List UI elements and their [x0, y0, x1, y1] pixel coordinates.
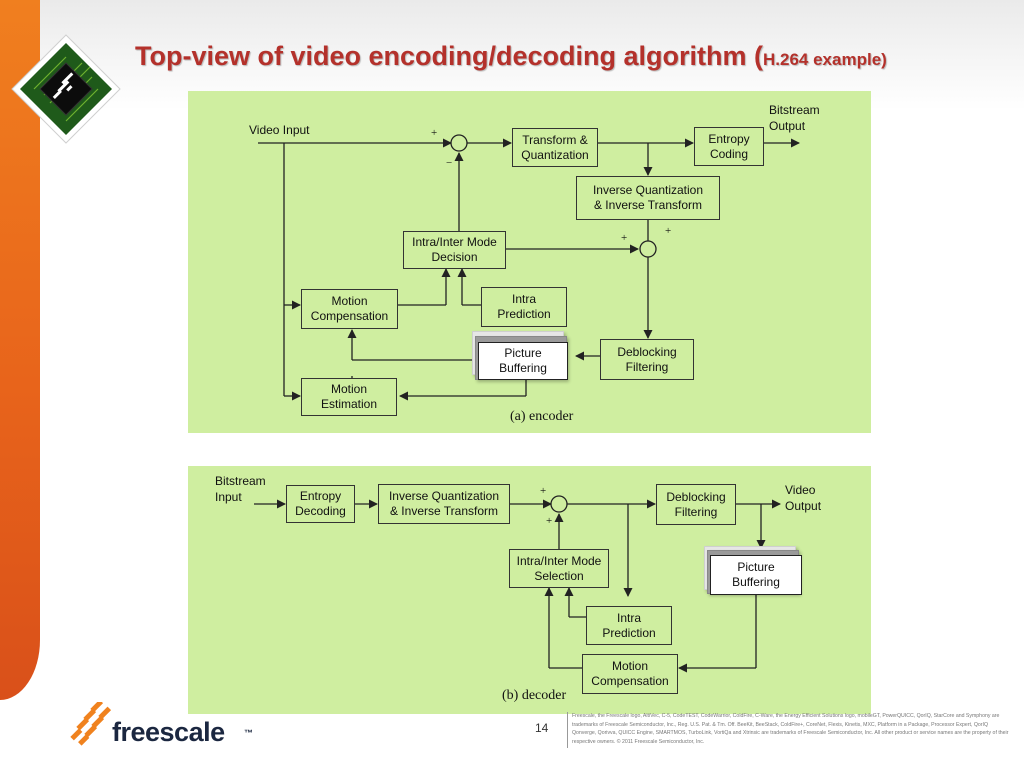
sum-plus-bottom-sign: +	[546, 515, 553, 527]
entropy-coding-line2: Coding	[709, 146, 748, 161]
video-output-label: Video Output	[785, 482, 821, 514]
freescale-wordmark: freescale	[112, 717, 225, 747]
motion-estimation-line2: Estimation	[320, 397, 378, 411]
intra-prediction-line1: Intra	[616, 610, 641, 625]
entropy-coding-line1: Entropy	[708, 131, 750, 146]
motion-compensation-line2: Compensation	[591, 674, 669, 688]
transform-quantization-box: Transform &Quantization	[512, 128, 598, 167]
sum2-plus-left-sign: +	[621, 232, 628, 244]
bitstream-output-line1: Bitstream	[769, 103, 820, 117]
motion-compensation-line1: Motion	[611, 659, 648, 673]
transform-quantization-line2: Quantization	[521, 147, 589, 162]
inverse-quantization-line1: Inverse Quantization	[388, 489, 500, 503]
footer-divider	[567, 712, 568, 748]
inverse-quantization-box: Inverse Quantization& Inverse Transform	[378, 484, 510, 524]
mode-decision-line1: Intra/Inter Mode	[412, 235, 497, 249]
intra-prediction-line2: Prediction	[602, 625, 656, 640]
picture-buffering-line2: Buffering	[732, 575, 780, 589]
page-number: 14	[535, 721, 549, 735]
deblocking-filtering-line2: Filtering	[674, 504, 718, 519]
encoder-panel: Video Input Bitstream Output + − + + Tra…	[188, 91, 871, 433]
inverse-quantization-line2: & Inverse Transform	[389, 504, 499, 518]
inverse-quantization-line1: Inverse Quantization	[592, 183, 704, 197]
deblocking-filtering-line1: Deblocking	[666, 489, 726, 504]
decoder-caption: (b) decoder	[502, 688, 567, 703]
picture-buffering-line1: Picture	[737, 560, 775, 574]
bitstream-output-line2: Output	[769, 119, 806, 133]
motion-estimation-line1: Motion	[330, 382, 368, 396]
transform-quantization-line1: Transform &	[522, 132, 588, 147]
picture-buffering-line1: Picture	[504, 346, 542, 360]
bitstream-input-label: Bitstream Input	[215, 473, 266, 505]
inverse-quantization-line2: & Inverse Transform	[593, 198, 703, 212]
motion-compensation-line1: Motion	[331, 294, 368, 308]
video-output-line2: Output	[785, 499, 822, 513]
entropy-decoding-line2: Decoding	[295, 504, 346, 518]
intra-prediction-line1: Intra	[511, 292, 536, 306]
freescale-chip-logo	[11, 34, 121, 144]
video-input-label: Video Input	[249, 123, 310, 137]
slide-title-main: Top-view of video encoding/decoding algo…	[135, 41, 764, 71]
decoder-panel: Bitstream Input Video Output + + Entropy…	[188, 466, 871, 714]
picture-buffering-line2: Buffering	[499, 361, 547, 375]
motion-compensation-line2: Compensation	[310, 309, 389, 323]
legal-text: Freescale, the Freescale logo, AltiVec, …	[572, 713, 1009, 745]
sum-plus-top-sign: +	[540, 485, 547, 497]
deblocking-filtering-line2: Filtering	[625, 359, 669, 374]
video-output-line1: Video	[785, 483, 816, 497]
entropy-decoding-line1: Entropy	[299, 489, 342, 503]
bitstream-input-line1: Bitstream	[215, 474, 266, 488]
freescale-flower-logo	[70, 702, 112, 746]
orange-accent-bar	[0, 0, 40, 700]
mode-selection-line1: Intra/Inter Mode	[516, 553, 602, 568]
encoder-caption: (a) encoder	[510, 409, 574, 424]
bitstream-output-label: Bitstream Output	[769, 102, 820, 134]
inverse-quantization-box: Inverse Quantization& Inverse Transform	[576, 176, 720, 220]
decoder-connections	[254, 495, 781, 673]
deblocking-filtering-line1: Deblocking	[617, 344, 677, 359]
sum2-plus-top-sign: +	[665, 225, 672, 237]
slide-title-small: H.264 example)	[763, 50, 887, 69]
sum1-minus-sign: −	[446, 157, 453, 169]
encoder-connections	[258, 134, 800, 401]
sum1-plus-sign: +	[431, 127, 438, 139]
mode-decision-line2: Decision	[431, 250, 478, 264]
mode-selection-line2: Selection	[534, 568, 584, 583]
trademark-symbol: ™	[244, 728, 253, 738]
slide-title: Top-view of video encoding/decoding algo…	[135, 41, 887, 72]
bitstream-input-line2: Input	[215, 490, 242, 504]
intra-prediction-line2: Prediction	[497, 307, 551, 321]
